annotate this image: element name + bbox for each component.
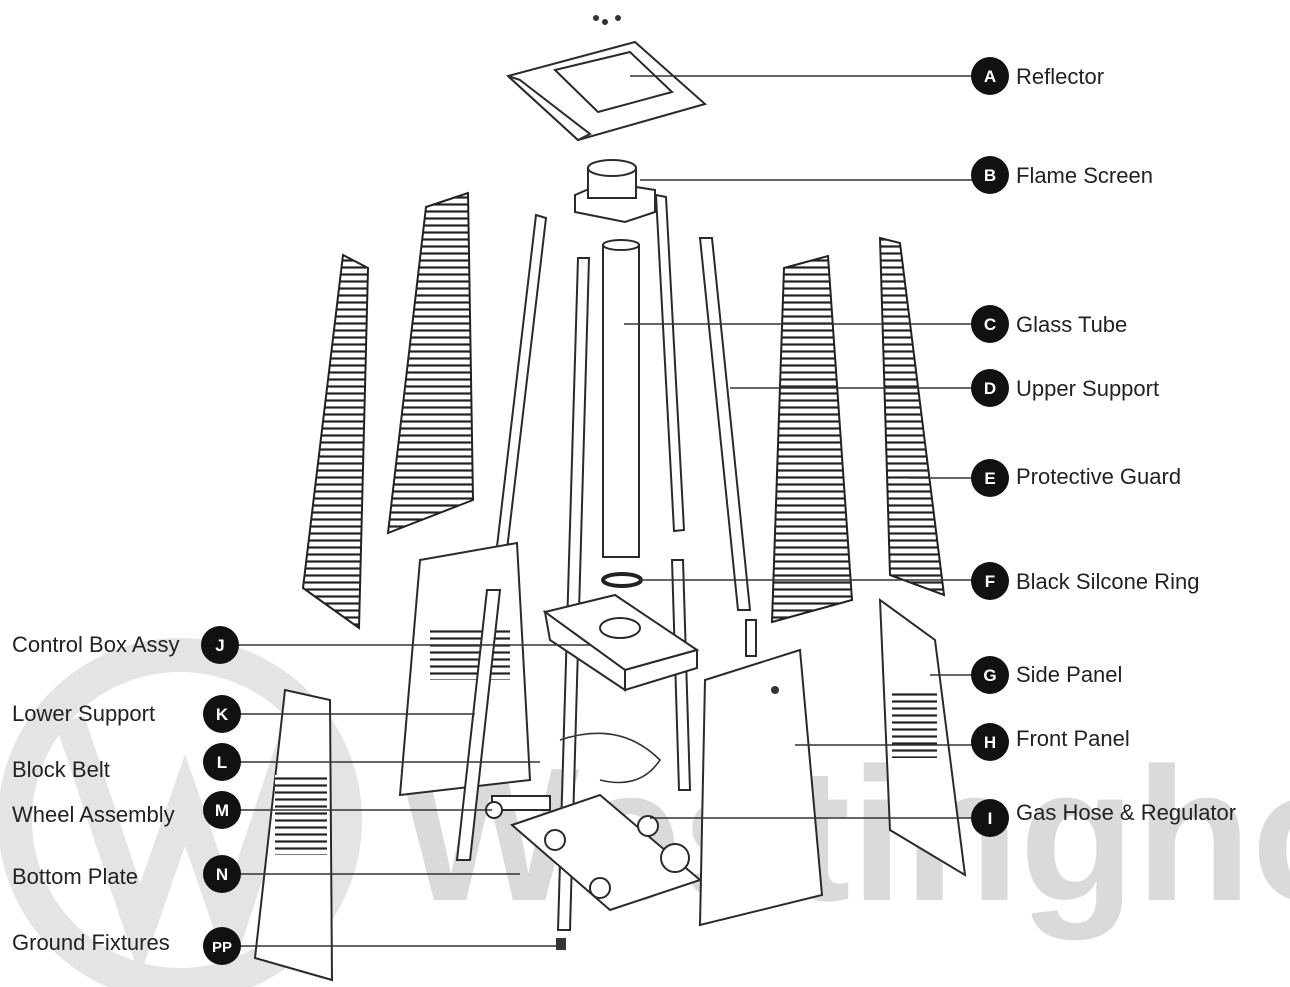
- callout-f: F Black Silcone Ring: [971, 562, 1199, 600]
- silicone-ring-part: [601, 572, 643, 588]
- callout-d: D Upper Support: [971, 369, 1159, 407]
- svg-text:B: B: [984, 166, 996, 185]
- side-panel-left: [398, 541, 532, 797]
- svg-text:Flame Screen: Flame Screen: [1016, 163, 1153, 188]
- svg-text:Glass Tube: Glass Tube: [1016, 312, 1127, 337]
- reflector-part: [505, 15, 708, 142]
- bottom-plate-part: [510, 793, 702, 912]
- svg-text:E: E: [984, 469, 995, 488]
- svg-text:Ground Fixtures: Ground Fixtures: [12, 930, 170, 955]
- ground-fixture-part: [556, 938, 566, 950]
- callout-e: E Protective Guard: [971, 459, 1181, 497]
- svg-text:A: A: [984, 67, 996, 86]
- callout-g: G Side Panel: [971, 656, 1122, 694]
- svg-text:Side Panel: Side Panel: [1016, 662, 1122, 687]
- svg-text:M: M: [215, 801, 229, 820]
- callout-l: Block Belt L: [12, 743, 241, 782]
- side-panel-right: [878, 597, 967, 877]
- callout-b: B Flame Screen: [971, 156, 1153, 194]
- svg-text:Bottom Plate: Bottom Plate: [12, 864, 138, 889]
- protective-guards: [301, 191, 946, 630]
- svg-text:Lower Support: Lower Support: [12, 701, 155, 726]
- svg-text:L: L: [217, 753, 227, 772]
- svg-text:Black Silcone Ring: Black Silcone Ring: [1016, 569, 1199, 594]
- callout-h: H Front Panel: [971, 723, 1130, 761]
- leader-lines-left: [238, 644, 590, 947]
- callout-m: Wheel Assembly M: [12, 791, 241, 829]
- callout-k: Lower Support K: [12, 695, 241, 733]
- svg-text:N: N: [216, 865, 228, 884]
- lower-support-part: [455, 589, 502, 861]
- svg-text:Gas Hose & Regulator: Gas Hose & Regulator: [1016, 800, 1236, 825]
- callout-i: I Gas Hose & Regulator: [971, 799, 1236, 837]
- leader-lines-right: [624, 75, 972, 819]
- callout-c: C Glass Tube: [971, 305, 1127, 343]
- svg-text:Control Box Assy: Control Box Assy: [12, 632, 180, 657]
- gas-hose-part: [559, 732, 662, 784]
- control-box-part: [542, 593, 700, 692]
- svg-text:K: K: [216, 705, 229, 724]
- front-panel-part: [698, 619, 824, 927]
- watermark-logo: [0, 638, 362, 987]
- svg-text:Wheel Assembly: Wheel Assembly: [12, 802, 175, 827]
- callout-n: Bottom Plate N: [12, 855, 241, 893]
- upper-supports: [492, 193, 752, 931]
- flame-screen-part: [574, 159, 656, 224]
- svg-text:PP: PP: [212, 939, 232, 956]
- svg-text:Reflector: Reflector: [1016, 64, 1104, 89]
- svg-text:I: I: [988, 809, 993, 828]
- svg-text:Block Belt: Block Belt: [12, 757, 110, 782]
- callout-pp: Ground Fixtures PP: [12, 927, 241, 965]
- svg-text:F: F: [985, 572, 995, 591]
- svg-text:G: G: [983, 666, 996, 685]
- glass-tube-part: [602, 239, 640, 558]
- svg-text:J: J: [215, 636, 224, 655]
- svg-text:C: C: [984, 315, 996, 334]
- svg-text:Front Panel: Front Panel: [1016, 726, 1130, 751]
- callout-a: A Reflector: [971, 57, 1104, 95]
- svg-text:Upper Support: Upper Support: [1016, 376, 1159, 401]
- svg-text:D: D: [984, 379, 996, 398]
- callout-j: Control Box Assy J: [12, 626, 239, 664]
- svg-text:H: H: [984, 733, 996, 752]
- svg-text:Protective Guard: Protective Guard: [1016, 464, 1181, 489]
